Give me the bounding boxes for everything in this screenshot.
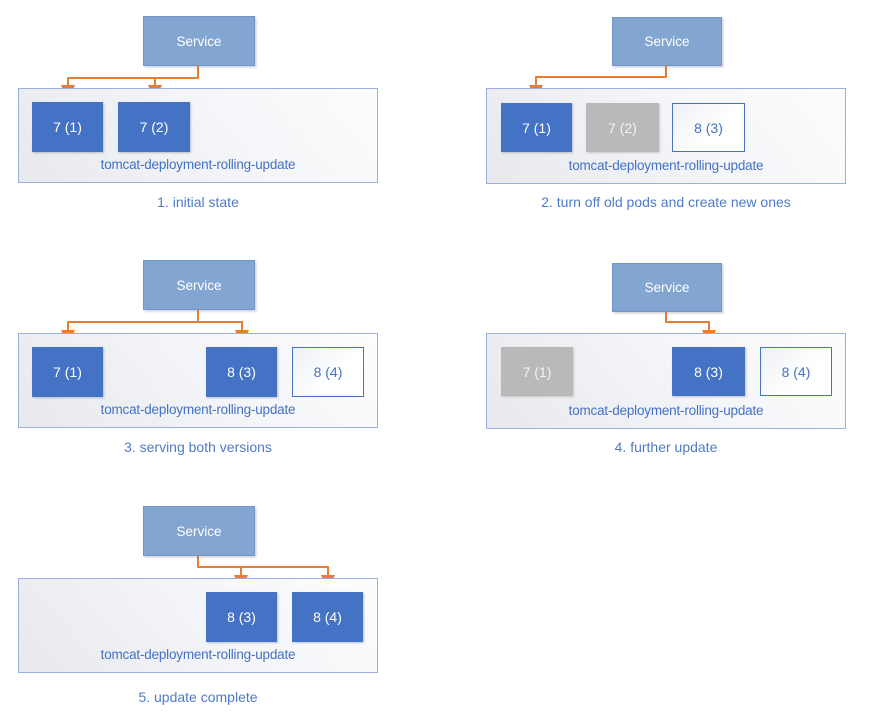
service-node: Service <box>143 16 255 66</box>
pod-8-3: 8 (3) <box>672 347 745 396</box>
panel-caption: 5. update complete <box>138 689 258 705</box>
pod-8-4: 8 (4) <box>760 347 832 396</box>
deployment-label: tomcat-deployment-rolling-update <box>568 158 764 173</box>
service-node: Service <box>143 260 255 310</box>
pod-8-3: 8 (3) <box>672 103 745 152</box>
pod-7-2: 7 (2) <box>118 102 190 152</box>
pod-7-1: 7 (1) <box>501 103 572 152</box>
panel-caption: 1. initial state <box>157 194 239 210</box>
pod-7-1: 7 (1) <box>32 102 103 152</box>
pod-8-4: 8 (4) <box>292 592 363 642</box>
pod-7-2: 7 (2) <box>586 103 659 152</box>
deployment-label: tomcat-deployment-rolling-update <box>100 157 296 172</box>
panel-caption: 4. further update <box>614 439 718 455</box>
pod-8-3: 8 (3) <box>206 347 277 397</box>
deployment-label: tomcat-deployment-rolling-update <box>100 402 296 417</box>
deployment-label: tomcat-deployment-rolling-update <box>100 647 296 662</box>
pod-7-1: 7 (1) <box>32 347 103 397</box>
pod-8-3: 8 (3) <box>206 592 277 642</box>
service-node: Service <box>612 263 722 312</box>
panel-caption: 3. serving both versions <box>124 439 272 455</box>
pod-8-4: 8 (4) <box>292 347 364 397</box>
service-node: Service <box>612 17 722 66</box>
service-node: Service <box>143 506 255 556</box>
deployment-label: tomcat-deployment-rolling-update <box>568 403 764 418</box>
pod-7-1: 7 (1) <box>501 347 573 396</box>
panel-caption: 2. turn off old pods and create new ones <box>541 194 791 210</box>
